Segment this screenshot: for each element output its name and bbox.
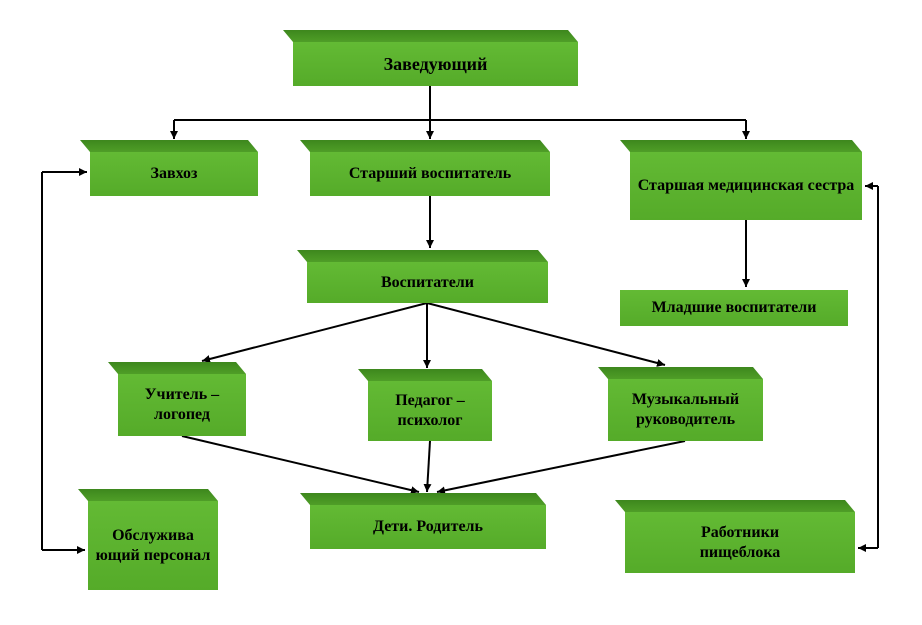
node-service-staff-label: Обслужива ющий персонал	[95, 526, 211, 564]
node-speech-therapist-label: Учитель – логопед	[144, 386, 220, 423]
node-teachers: Воспитатели	[307, 262, 548, 303]
node-junior-teachers-label: Младшие воспитатели	[651, 299, 817, 316]
node-psychologist-label: Педагог – психолог	[395, 392, 465, 429]
node-supply-manager-label: Завхоз	[150, 165, 198, 182]
node-senior-teacher-label: Старший воспитатель	[348, 165, 512, 182]
node-kitchen-workers: Работники пищеблока	[625, 512, 855, 573]
node-kitchen-workers-label: Работники пищеблока	[699, 523, 781, 561]
node-speech-therapist: Учитель – логопед	[118, 374, 246, 436]
node-senior-nurse-label: Старшая медицинская сестра	[637, 177, 855, 194]
node-music-director-label: Музыкальный руководитель	[631, 391, 740, 428]
node-psychologist: Педагог – психолог	[368, 381, 492, 441]
node-children-parents-label: Дети. Родитель	[372, 518, 483, 535]
node-senior-teacher: Старший воспитатель	[310, 152, 550, 196]
node-children-parents: Дети. Родитель	[310, 505, 546, 549]
node-supply-manager: Завхоз	[90, 152, 258, 196]
node-director-label: Заведующий	[383, 53, 488, 74]
node-senior-nurse: Старшая медицинская сестра	[630, 152, 862, 220]
node-teachers-label: Воспитатели	[380, 273, 474, 291]
node-director: Заведующий	[293, 42, 578, 86]
node-junior-teachers: Младшие воспитатели	[620, 290, 848, 326]
node-music-director: Музыкальный руководитель	[608, 379, 763, 441]
node-service-staff: Обслужива ющий персонал	[88, 501, 218, 590]
